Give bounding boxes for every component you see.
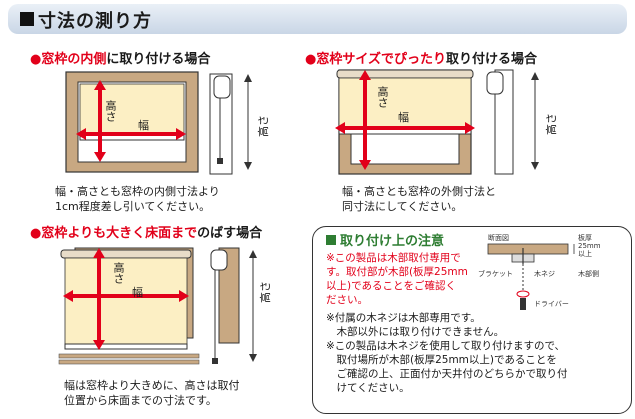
side-view-pull	[217, 158, 223, 164]
warning-line: ※この製品は木部取付専用で	[326, 252, 461, 264]
arrow-head-down	[94, 152, 106, 162]
floor-caption-line1: 幅は窓枠より大きめに、高さは取付	[64, 379, 240, 392]
square-bullet-icon	[20, 12, 34, 26]
wood-board	[487, 243, 569, 255]
screw-label: 木ネジ	[534, 269, 555, 278]
fit-frame-diagram	[335, 69, 539, 175]
green-square-icon	[326, 235, 336, 245]
notes-box	[312, 226, 632, 414]
note-line: ※この製品は木ネジを使用して取り付けますので、	[326, 340, 566, 352]
bullet-icon: ●	[30, 52, 42, 67]
screen	[79, 83, 185, 137]
floor-width-label: 幅	[132, 286, 143, 299]
note-line: 取付場所が木部(板厚25mm以上)であることを	[326, 354, 557, 366]
heading-accent: 窓枠の内側	[41, 52, 107, 67]
fit-width-label: 幅	[398, 111, 409, 124]
floor-line-2	[58, 359, 200, 365]
notes-warning: ※この製品は木部取付専用で す。取付部が木部(板厚25mm 以上)であることをご…	[326, 251, 468, 307]
roller-head	[60, 249, 192, 259]
driver-label: ドライバー	[534, 300, 569, 308]
note-line: ご確認の上、正面付か天井付のどちらかで取り付	[326, 368, 568, 380]
warning-line: 以上)であることをご確認く	[326, 280, 456, 292]
inside-height-label: 高さ	[104, 100, 117, 122]
side-view-roll	[210, 249, 228, 271]
fit-caption: 幅・高さとも窓枠の外側寸法と 同寸法にしてください。	[342, 184, 496, 214]
arrow-head-left	[76, 128, 86, 140]
notes-body: ※付属の木ネジは木部専用です。 木部以外には取り付けできません。 ※この製品は木…	[326, 311, 568, 395]
inside-width-label: 幅	[138, 119, 149, 132]
heading-rest: 取り付ける場合	[445, 52, 537, 67]
side-view-roll	[213, 75, 231, 99]
inside-caption: 幅・高さとも窓枠の内側寸法より 1cm程度差し引いてください。	[55, 184, 220, 214]
fit-caption-line1: 幅・高さとも窓枠の外側寸法と	[342, 185, 496, 198]
note-line: ※付属の木ネジは木部専用です。	[326, 312, 481, 324]
dimension-arrow-up	[244, 74, 252, 82]
heading-rest: に取り付ける場合	[106, 52, 211, 67]
screen	[64, 257, 188, 349]
thickness-label-3: 以上	[578, 249, 592, 258]
warning-line: す。取付部が木部(板厚25mm	[326, 266, 468, 278]
thickness-label-2: 25mm	[578, 242, 601, 250]
notes-heading: 取り付け上の注意	[326, 230, 444, 249]
inside-side-height-label: 高さ	[257, 115, 270, 137]
floor-side-height-label: 高さ	[259, 281, 272, 303]
fit-side-height-label: 高さ	[545, 113, 558, 135]
inside-frame-diagram	[65, 71, 252, 175]
inside-caption-line2: 1cm程度差し引いてください。	[55, 200, 211, 213]
roller-head	[336, 69, 474, 79]
dimension-arrow-down	[244, 162, 252, 170]
heading-accent: 窓枠よりも大きく床面まで	[41, 226, 198, 241]
cross-section-diagram: 断面図 板厚 25mm 以上 ブラケット 木ネジ 木部側 ドライバー	[478, 233, 601, 310]
arrow-head-up	[94, 80, 106, 90]
side-view-frame	[494, 69, 514, 175]
heading-rest: のばす場合	[197, 226, 263, 241]
fit-height-label: 高さ	[376, 86, 389, 108]
bracket-label: ブラケット	[478, 269, 513, 278]
bullet-icon: ●	[30, 226, 42, 241]
bullet-icon: ●	[305, 52, 317, 67]
heading-accent: 窓枠サイズでぴったり	[316, 52, 446, 67]
note-line: 木部以外には取り付けできません。	[326, 326, 505, 338]
section-inside-heading: ●窓枠の内側に取り付ける場合	[30, 48, 210, 67]
section-label: 断面図	[488, 233, 509, 242]
rotate-arrow-icon	[516, 290, 530, 298]
screen	[338, 77, 472, 131]
side-view-roll	[486, 71, 504, 95]
floor-caption-line2: 位置から床面までの寸法です。	[64, 394, 217, 407]
title-bar: 寸法の測り方	[8, 4, 627, 34]
section-floor-heading: ●窓枠よりも大きく床面までのばす場合	[30, 222, 262, 241]
floor-caption: 幅は窓枠より大きめに、高さは取付 位置から床面までの寸法です。	[64, 378, 239, 408]
driver-icon	[520, 298, 526, 310]
warning-line: ださい。	[326, 294, 368, 306]
floor-line	[58, 353, 200, 359]
wood-side-label: 木部側	[578, 269, 599, 278]
fit-caption-line2: 同寸法にしてください。	[342, 200, 463, 213]
section-fit-heading: ●窓枠サイズでぴったり取り付ける場合	[305, 48, 537, 67]
notes-title: 取り付け上の注意	[340, 234, 445, 249]
floor-diagram	[58, 247, 257, 365]
page-title: 寸法の測り方	[38, 11, 152, 32]
side-view-frame	[209, 73, 233, 175]
side-view-frame	[218, 247, 240, 344]
arrow-head-right	[176, 128, 186, 140]
floor-height-label: 高さ	[112, 262, 125, 284]
inside-caption-line1: 幅・高さとも窓枠の内側寸法より	[55, 185, 220, 198]
thickness-label-1: 板厚	[578, 233, 592, 242]
bottom-bar	[64, 343, 188, 350]
note-line: けてください。	[326, 382, 410, 394]
